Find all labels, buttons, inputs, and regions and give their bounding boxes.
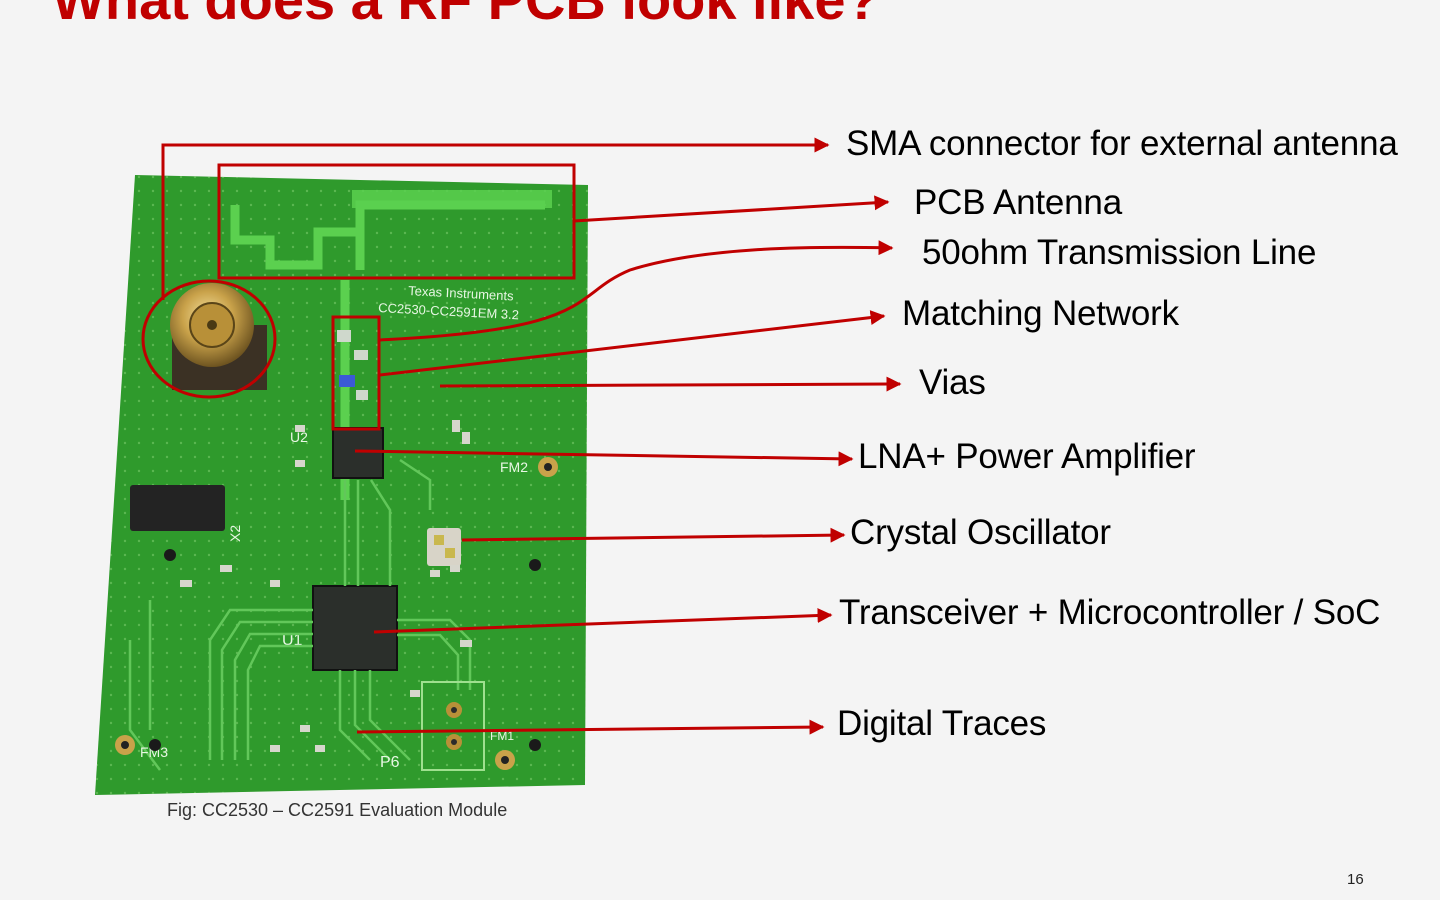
callout-transmission-line: 50ohm Transmission Line <box>922 233 1317 272</box>
pcb-board-image: Texas Instruments CC2530-CC2591EM 3.2 U2… <box>95 175 588 795</box>
callout-matching-network: Matching Network <box>902 294 1179 333</box>
arrow-lna-pa <box>354 449 854 467</box>
arrow-crystal <box>461 527 846 543</box>
arrow-sma <box>161 137 830 300</box>
matching-highlight-box <box>331 315 381 431</box>
callout-crystal-oscillator: Crystal Oscillator <box>850 513 1111 552</box>
arrow-pcb-antenna <box>573 195 890 223</box>
crystal-oscillator <box>427 528 461 566</box>
callout-lna-pa: LNA+ Power Amplifier <box>858 437 1196 476</box>
page-number: 16 <box>1347 871 1364 888</box>
crystal-x2: X2 <box>130 485 243 542</box>
arrow-transmission-line <box>377 240 894 342</box>
callout-pcb-antenna: PCB Antenna <box>914 183 1122 222</box>
ref-u2: U2 <box>290 429 308 445</box>
header-p6 <box>421 681 485 771</box>
ref-fm2: FM2 <box>500 459 528 475</box>
arrow-soc <box>373 608 833 634</box>
matching-network <box>337 330 368 400</box>
ref-fm1: FM1 <box>490 729 514 743</box>
arrow-vias <box>439 376 902 392</box>
arrow-matching-network <box>379 310 886 377</box>
callout-vias: Vias <box>919 363 986 402</box>
sma-connector <box>170 283 267 390</box>
figure-caption: Fig: CC2530 – CC2591 Evaluation Module <box>167 800 508 820</box>
silkscreen-brand: Texas Instruments <box>408 283 515 304</box>
callout-soc: Transceiver + Microcontroller / SoC <box>839 593 1381 632</box>
digital-traces <box>128 458 472 771</box>
sma-highlight-ellipse <box>141 279 277 399</box>
arrow-digital-traces <box>356 719 825 735</box>
ref-fm3: FM3 <box>140 744 168 760</box>
lna-pa-chip <box>332 427 384 479</box>
antenna-highlight-box <box>217 163 576 280</box>
ref-p6: P6 <box>380 754 400 771</box>
slide-title: What does a RF PCB look like? <box>52 0 880 30</box>
callout-digital-traces: Digital Traces <box>837 704 1047 743</box>
silkscreen-model: CC2530-CC2591EM 3.2 <box>378 300 519 322</box>
ref-x2: X2 <box>227 525 243 542</box>
callout-sma-connector: SMA connector for external antenna <box>846 124 1398 163</box>
soc-u1 <box>312 585 398 671</box>
